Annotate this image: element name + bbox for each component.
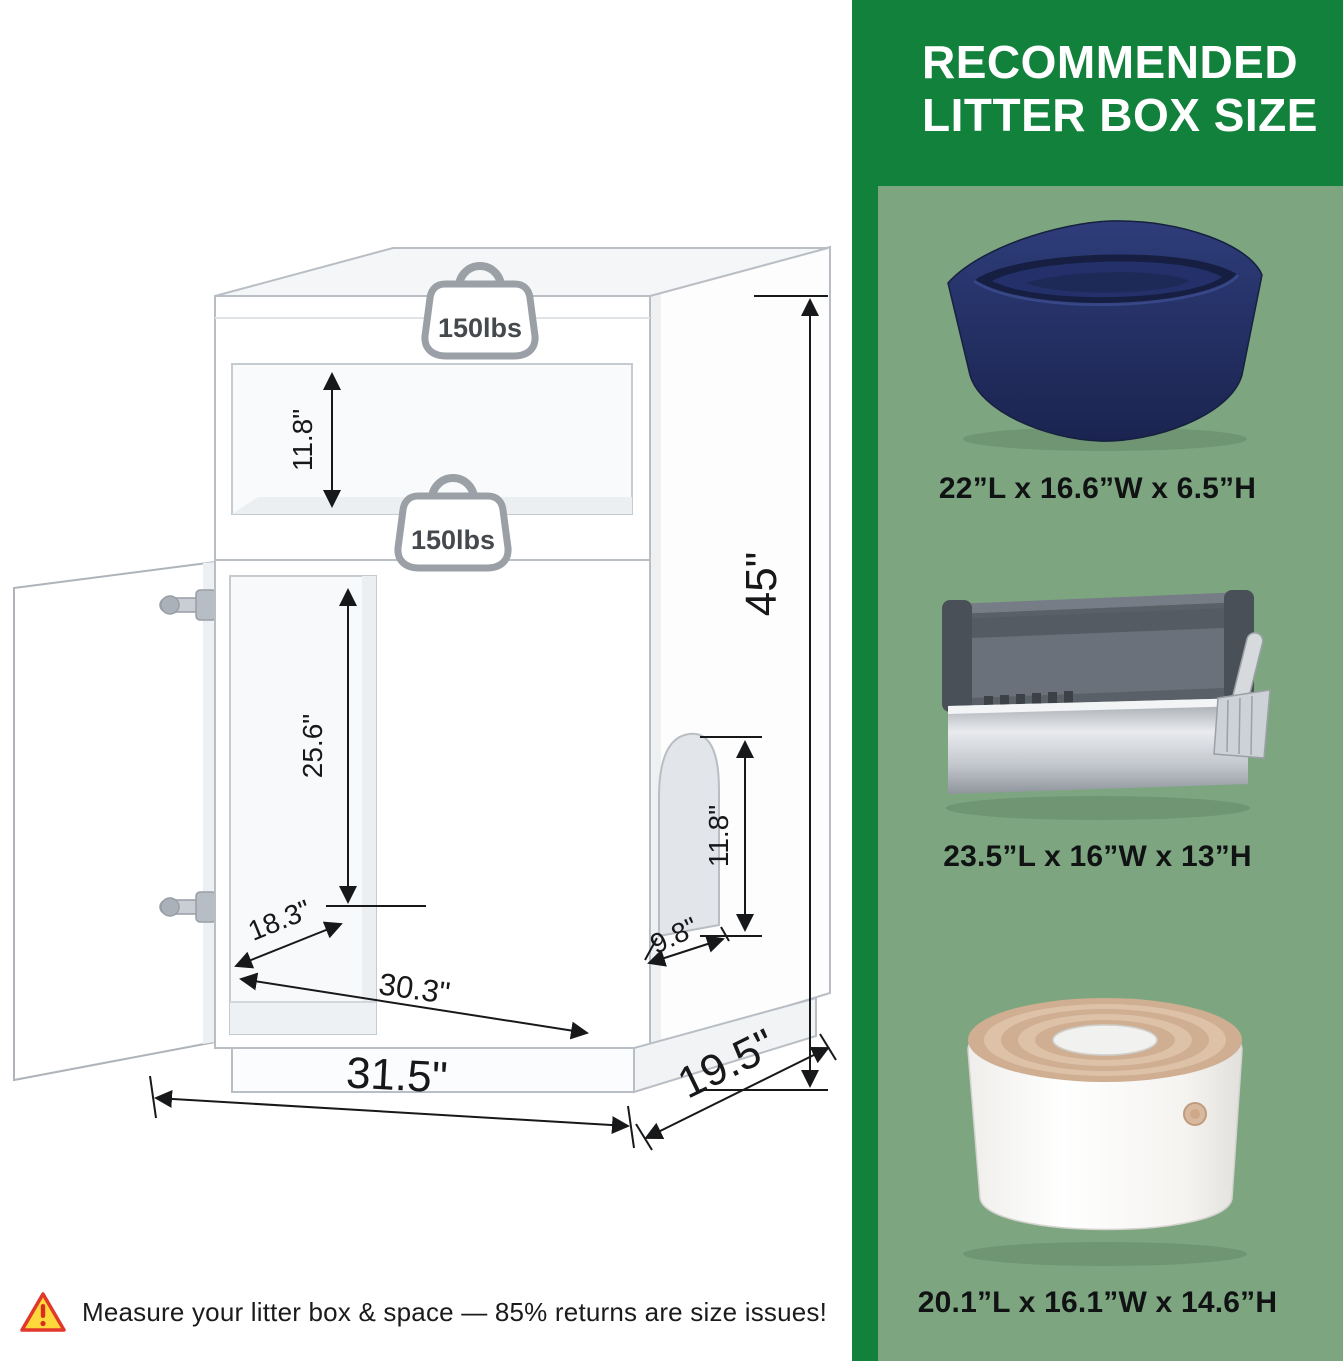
- litter-box-stainless-image: [918, 548, 1278, 833]
- accent-strip: [852, 0, 878, 1361]
- dim-interior-height: 25.6": [297, 714, 328, 778]
- warning-icon: [20, 1292, 66, 1332]
- recommendation-sidebar: RECOMMENDED LITTER BOX SIZE: [852, 0, 1343, 1361]
- dim-overall-width: 31.5": [345, 1048, 449, 1102]
- litter-box-stainless-size: 23.5”L x 16”W x 13”H: [943, 840, 1252, 873]
- cabinet-side-panel: [649, 245, 831, 1050]
- weight-capacity-top-label: 150lbs: [438, 313, 522, 343]
- litter-scoop-icon: [1213, 632, 1271, 759]
- dim-cat-door-height: 11.8": [703, 805, 734, 867]
- size-warning-text: Measure your litter box & space — 85% re…: [82, 1296, 828, 1327]
- weight-capacity-middle-icon: 150lbs: [394, 474, 512, 572]
- cabinet-illustration: 150lbs 150lbs: [13, 245, 837, 1151]
- weight-capacity-middle-label: 150lbs: [411, 525, 495, 555]
- dim-top-shelf-height: 11.8": [287, 409, 318, 471]
- sidebar-title: RECOMMENDED LITTER BOX SIZE: [852, 0, 1343, 186]
- litter-box-top-entry-image: [940, 962, 1270, 1277]
- litter-pan-navy-size: 22”L x 16.6”W x 6.5”H: [938, 472, 1257, 505]
- door-hinge-bottom-icon: [159, 891, 217, 923]
- litter-box-top-entry-size: 20.1”L x 16.1”W x 14.6”H: [917, 1286, 1278, 1319]
- cat-door-arch: [658, 732, 720, 938]
- weight-capacity-top-icon: 150lbs: [421, 262, 539, 360]
- dimension-diagram: 150lbs 150lbs: [13, 245, 837, 1333]
- litter-pan-navy-image: [940, 205, 1270, 460]
- size-warning-note: Measure your litter box & space — 85% re…: [20, 1291, 832, 1333]
- cabinet-open-door: [13, 560, 216, 1082]
- dim-overall-height: 45": [737, 552, 786, 617]
- sidebar-title-line1: RECOMMENDED: [922, 36, 1299, 88]
- sidebar-title-line2: LITTER BOX SIZE: [922, 89, 1318, 142]
- dimension-lines: [149, 295, 837, 1151]
